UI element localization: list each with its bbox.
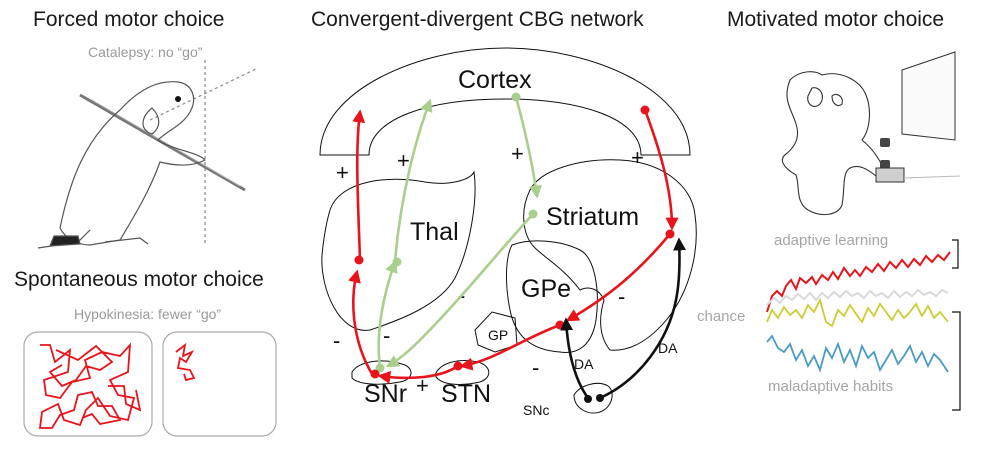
- habit-curve-yellow: [766, 297, 949, 328]
- joystick-knob-bottom: [880, 160, 890, 169]
- thal-green-node: [392, 257, 402, 267]
- motivated-choice-title: Motivated motor choice: [727, 8, 945, 31]
- habit-curve-blue: [766, 334, 949, 373]
- adaptive-learning-label: adaptive learning: [774, 232, 889, 249]
- stn-red-node: [453, 361, 463, 371]
- gp-outline: [474, 311, 518, 353]
- dopamine-projections: [560, 237, 687, 400]
- red-projections: [348, 109, 679, 384]
- joystick-base: [875, 167, 905, 183]
- hypokinetic-movement-trace: [175, 342, 196, 382]
- snr-red-node: [370, 369, 380, 379]
- choice-screen: [901, 51, 956, 141]
- gpe-outline: [505, 240, 598, 354]
- snc-node-right: [596, 394, 604, 402]
- mouse-drawing: [37, 60, 259, 249]
- thal-red-node: [354, 255, 364, 265]
- adaptive-bracket: [952, 239, 959, 269]
- anatomy-outlines: [319, 47, 697, 414]
- snc-to-gpe-da-arrow: [560, 317, 590, 399]
- snc-to-striatum-da-arrow: [599, 237, 687, 400]
- striatum-label: Striatum: [546, 203, 640, 231]
- green-projections: [377, 96, 543, 369]
- thalamus-outline: [321, 170, 476, 331]
- adaptive-learning-curve: [766, 251, 951, 313]
- plus-sign-3: +: [511, 141, 524, 166]
- hypokinesia-subtitle: Hypokinesia: fewer “go”: [74, 306, 222, 322]
- striatum-to-snr-arrow: [385, 213, 534, 368]
- chance-label: chance: [697, 308, 746, 325]
- minus-sign-1: -: [333, 328, 341, 353]
- stn-to-snr-red-arrow: [377, 364, 459, 384]
- striatum-green-node: [528, 209, 538, 219]
- maladaptive-habits-label: maladaptive habits: [768, 378, 894, 395]
- maladaptive-bracket: [952, 311, 961, 411]
- normal-movement-trace: [38, 342, 142, 429]
- joystick-knob-top: [880, 138, 890, 147]
- thal-to-cortex-arrow: [393, 98, 433, 263]
- snr-to-thal-red-arrow: [348, 269, 374, 375]
- cortex-green-node: [511, 92, 521, 102]
- minus-sign-5: -: [532, 355, 540, 380]
- cortex-red-node: [640, 105, 650, 115]
- gp-label: GP: [488, 327, 509, 343]
- striatum-red-node: [665, 229, 675, 239]
- da-right-label: DA: [658, 340, 678, 356]
- forced-choice-title: Forced motor choice: [33, 8, 225, 31]
- panel-hypokinetic-movement: [162, 331, 277, 437]
- da-left-label: DA: [574, 356, 594, 372]
- plus-sign-2: +: [397, 148, 410, 173]
- snr-plus-sign: +: [416, 373, 429, 398]
- snr-outline: [351, 360, 412, 385]
- minus-sign-4: -: [618, 284, 626, 309]
- spontaneous-choice-title: Spontaneous motor choice: [14, 268, 264, 291]
- chance-curve: [766, 288, 949, 306]
- thal-label: Thal: [410, 218, 459, 246]
- panel-normal-movement: [23, 331, 153, 437]
- network-title: Convergent-divergent CBG network: [311, 8, 644, 31]
- cortex-outline: [319, 47, 691, 156]
- striatum-to-gpe-red-arrow: [565, 233, 671, 322]
- monkey-drawing: [781, 71, 885, 216]
- cortex-to-striatum-red-arrow: [643, 109, 679, 231]
- gpe-label: GPe: [521, 275, 572, 303]
- snr-to-thal-arrow: [377, 259, 398, 369]
- snr-green-node: [375, 363, 385, 373]
- plus-sign-1: +: [336, 160, 349, 185]
- gpe-to-stn-red-arrow: [459, 323, 561, 371]
- snc-outline: [573, 382, 613, 414]
- catalepsy-subtitle: Catalepsy: no “go”: [88, 44, 203, 60]
- cortex-to-striatum-arrow: [514, 96, 543, 199]
- gpe-red-node: [555, 320, 565, 330]
- cortex-label: Cortex: [458, 66, 532, 94]
- thal-to-cortex-red-arrow: [352, 109, 366, 261]
- stn-outline: [434, 360, 490, 385]
- snr-label: SNr: [364, 380, 408, 408]
- minus-sign-2: -: [383, 323, 391, 348]
- striatum-outline: [523, 159, 697, 351]
- snc-node-left: [584, 395, 592, 403]
- snc-label: SNc: [523, 402, 550, 418]
